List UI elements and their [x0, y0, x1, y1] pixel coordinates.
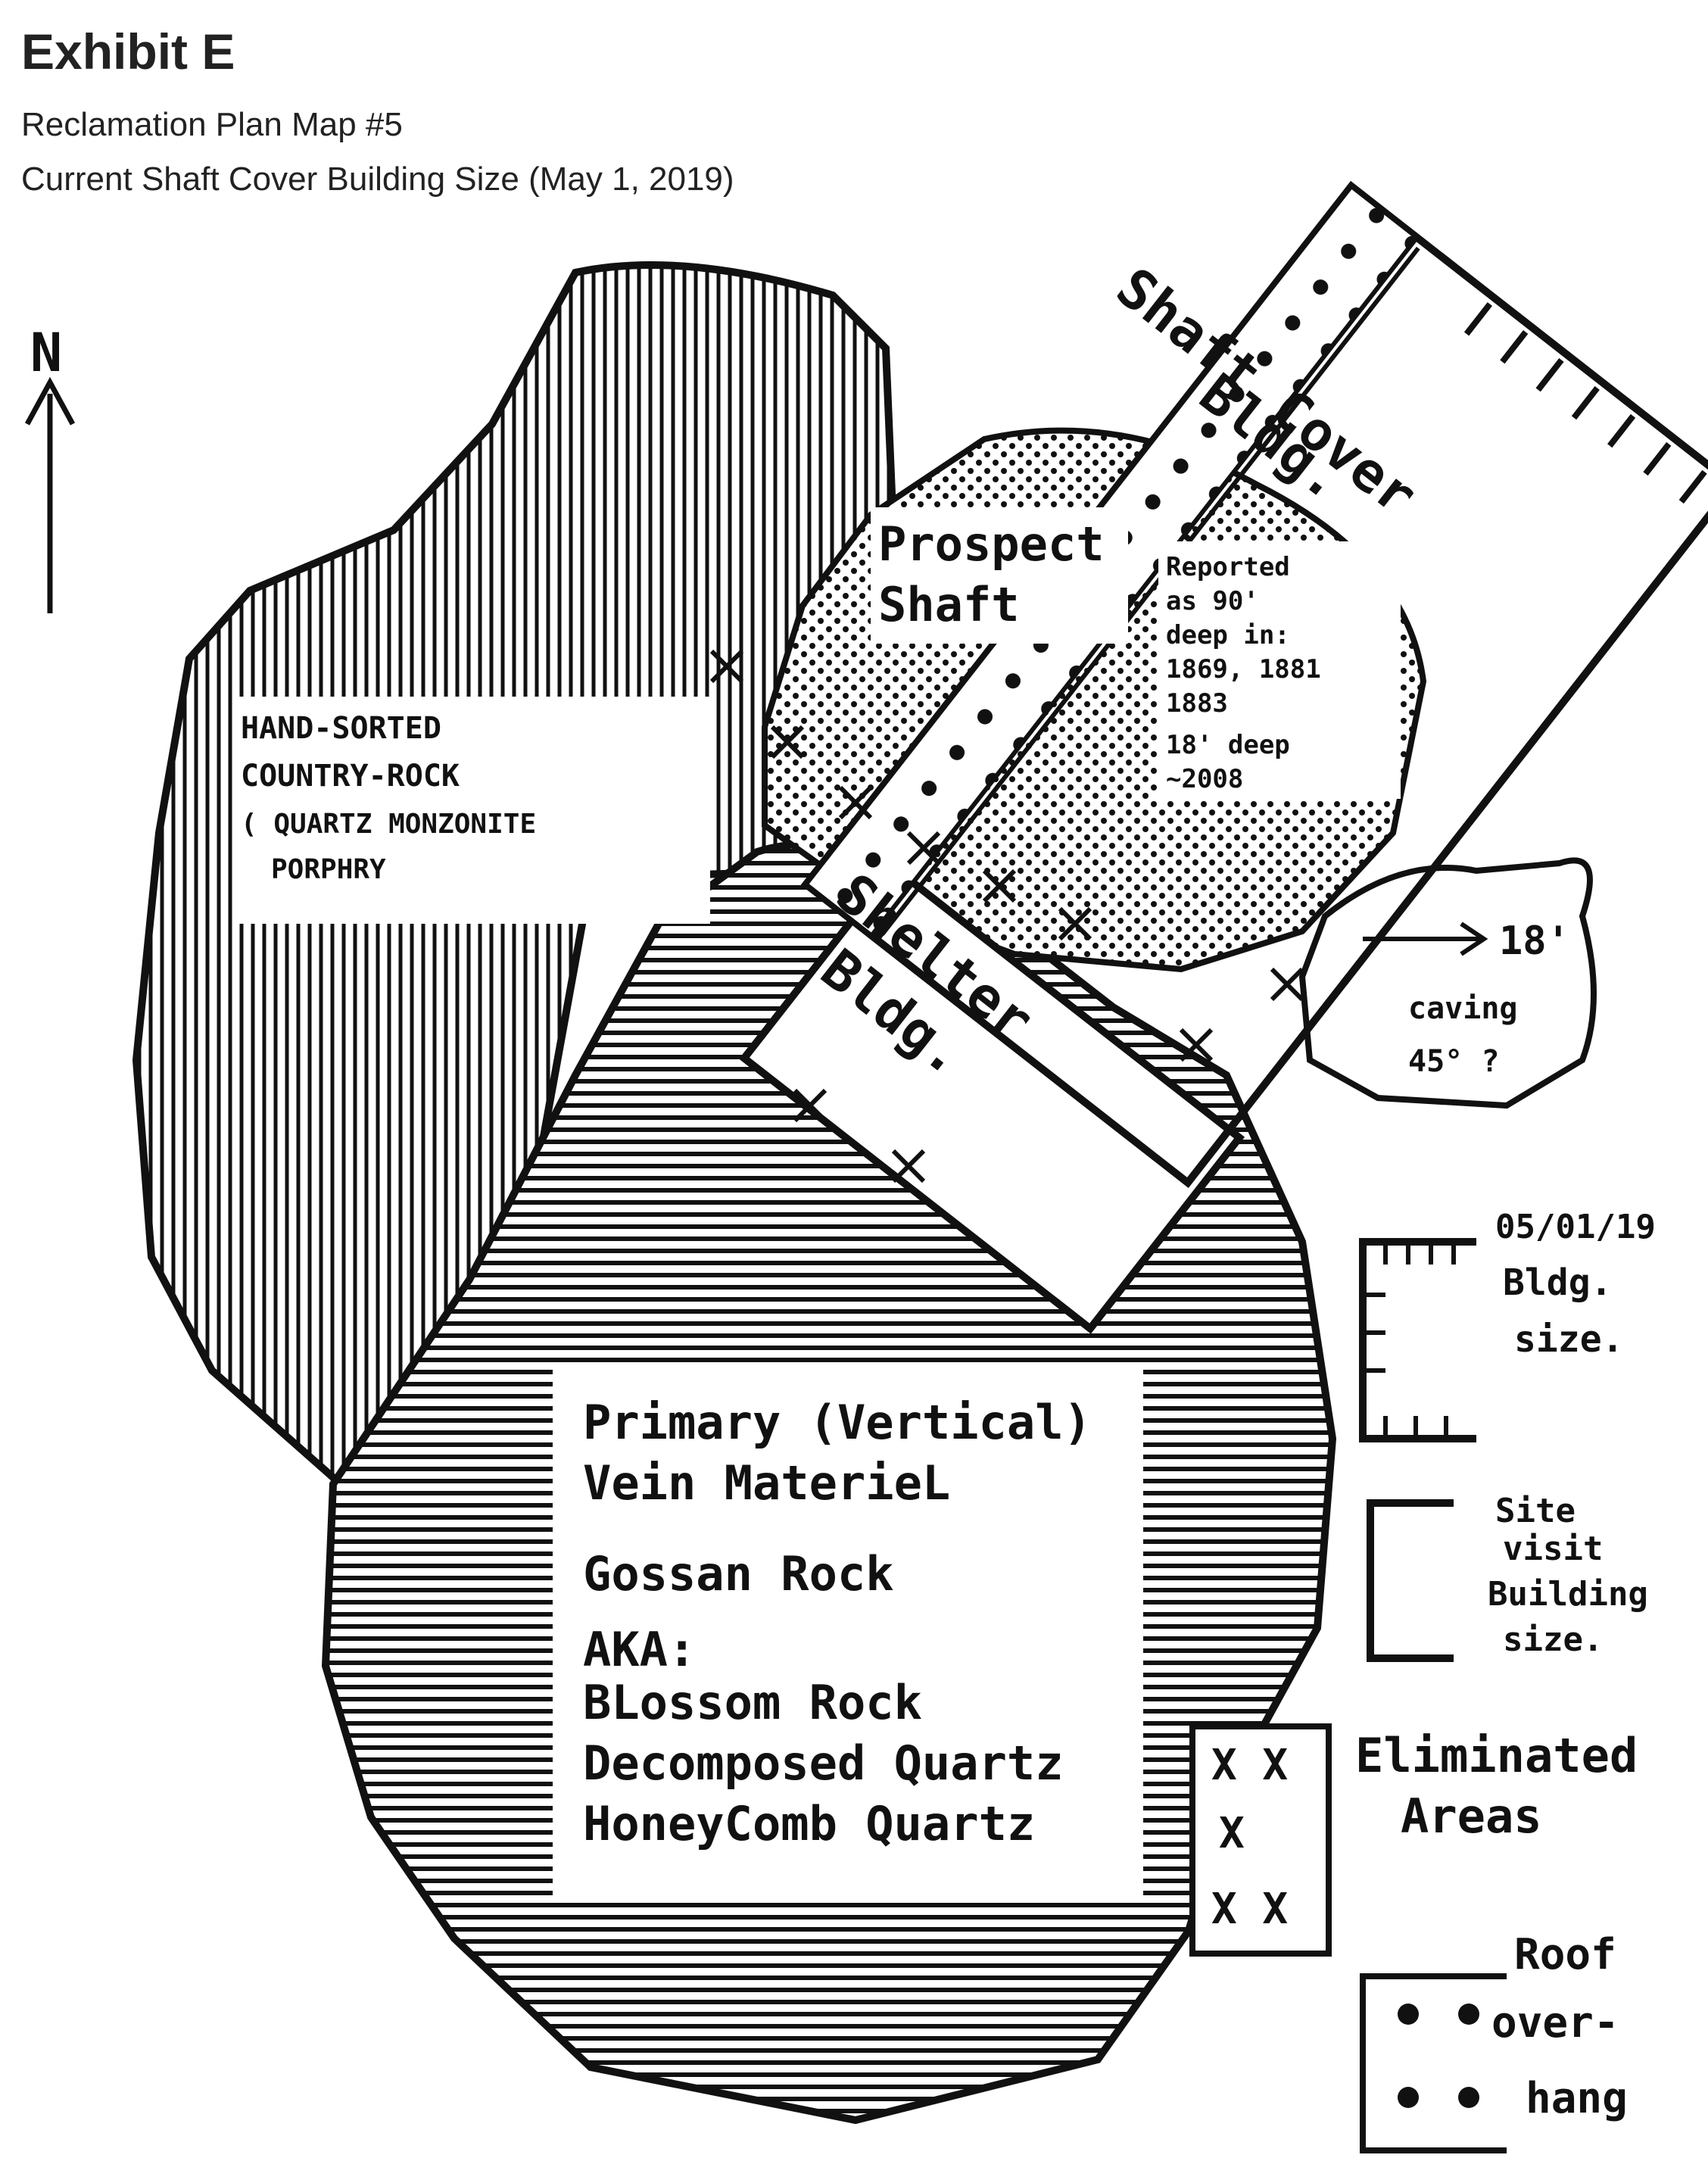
map-caption: Current Shaft Cover Building Size (May 1…: [21, 161, 734, 198]
shaft-note-5: 1883: [1166, 688, 1228, 719]
legend-eliminated-label-2: Areas: [1401, 1788, 1542, 1844]
vein-label-5: BLossom Rock: [583, 1675, 922, 1730]
legend-site-visit-3: Building: [1488, 1575, 1648, 1614]
country-rock-label-box: [233, 697, 710, 924]
shaft-note-3: deep in:: [1166, 620, 1290, 650]
legend-roof-1: Roof: [1514, 1930, 1616, 1979]
country-rock-label-4: PORPHRY: [271, 854, 386, 885]
legend-eliminated-areas: X X X X X Eliminated Areas: [1189, 1723, 1638, 1957]
roof-overhang-dot: [1458, 2087, 1479, 2108]
vein-label-3: Gossan Rock: [583, 1546, 894, 1601]
legend-current-building-2: Bldg.: [1503, 1261, 1613, 1304]
vein-label-7: HoneyComb Quartz: [583, 1796, 1035, 1851]
country-rock-label-1: HAND-SORTED: [241, 711, 441, 746]
legend-current-building-3: size.: [1514, 1318, 1624, 1361]
legend-eliminated-mark-3: X X: [1211, 1885, 1288, 1934]
eliminated-marks-on-map: [709, 649, 1304, 1183]
legend-roof-2: over-: [1491, 1998, 1619, 2047]
vein-label-box: [553, 1367, 1143, 1897]
vein-label-1: Primary (Vertical): [583, 1395, 1092, 1450]
caving-label-2: caving: [1408, 991, 1518, 1026]
country-rock-label-2: COUNTRY-ROCK: [241, 759, 460, 794]
roof-overhang-dot: [1398, 2004, 1419, 2025]
legend-site-visit-building: Site visit Building size.: [1367, 1492, 1648, 1662]
vein-label-6: Decomposed Quartz: [583, 1735, 1064, 1791]
legend-eliminated-label-1: Eliminated: [1355, 1728, 1638, 1783]
roof-overhang-dot: [1398, 2087, 1419, 2108]
prospect-shaft-label-box: [871, 507, 1128, 644]
shaft-note-2: as 90': [1166, 586, 1259, 616]
caving-label-3: 45° ?: [1408, 1044, 1499, 1079]
country-rock-label-3: ( QUARTZ MONZONITE: [241, 809, 536, 840]
caving-label-1: 18': [1499, 918, 1570, 964]
north-arrow: N: [24, 322, 76, 613]
shelter-building: [738, 862, 1245, 1334]
legend-site-visit-4: size.: [1503, 1620, 1603, 1659]
vein-label-2: Vein MaterieL: [583, 1455, 950, 1511]
roof-overhang-dot: [1458, 2004, 1479, 2025]
legend-roof-3: hang: [1526, 2074, 1628, 2123]
legend-roof-overhang: Roof over- hang: [1360, 1930, 1628, 2153]
caving-area: [1298, 857, 1597, 1109]
legend-site-visit-1: Site: [1495, 1492, 1576, 1530]
prospect-shaft-label-1: Prospect: [878, 516, 1105, 572]
shaft-note-box: [1158, 541, 1401, 799]
shaft-note-1: Reported: [1166, 552, 1290, 582]
legend-eliminated-mark-2: X: [1219, 1809, 1245, 1858]
exhibit-title: Exhibit E: [21, 23, 235, 80]
caving-arrow: [1363, 922, 1488, 956]
legend-current-building-1: 05/01/19: [1495, 1208, 1656, 1246]
legend-eliminated-mark-1: X X: [1211, 1741, 1288, 1790]
map-subtitle: Reclamation Plan Map #5: [21, 106, 403, 143]
vein-label-4: AKA:: [583, 1622, 696, 1677]
legend-site-visit-2: visit: [1503, 1530, 1603, 1568]
shaft-note-6: 18' deep: [1166, 730, 1290, 760]
legend-current-building: 05/01/19 Bldg. size.: [1359, 1208, 1656, 1442]
north-arrow-label: N: [30, 322, 62, 384]
shaft-note-7: ~2008: [1166, 764, 1243, 794]
shaft-note-4: 1869, 1881: [1166, 654, 1321, 685]
prospect-shaft-label-2: Shaft: [878, 577, 1020, 632]
